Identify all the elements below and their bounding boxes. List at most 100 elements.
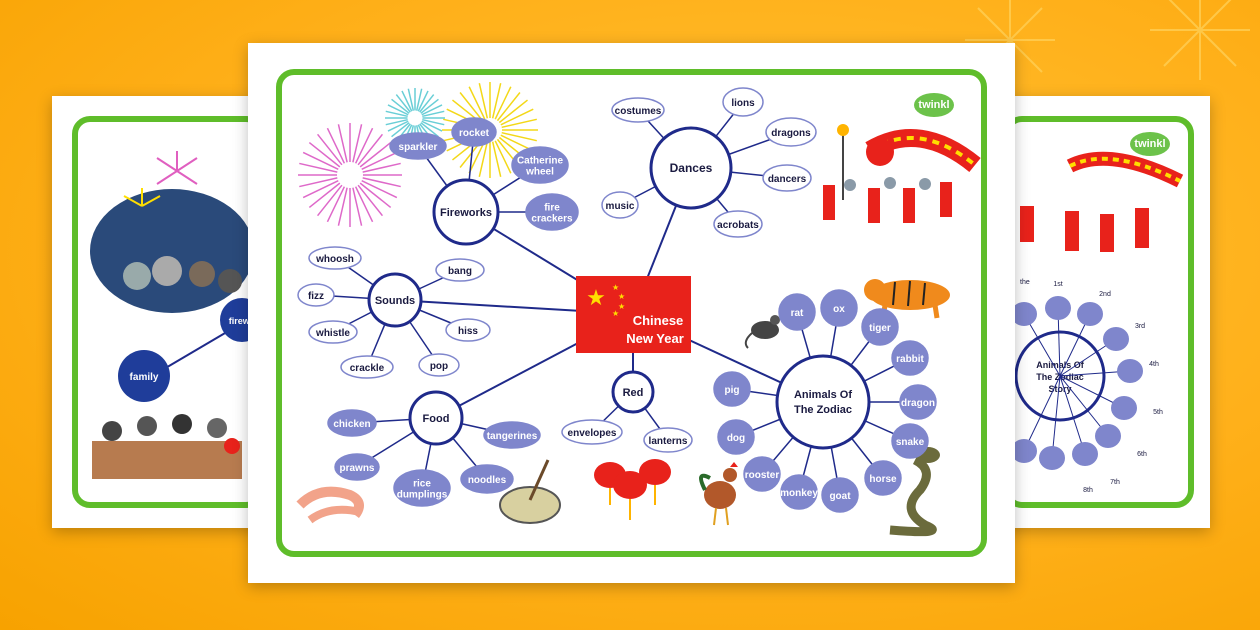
right-ordinal-label: 3rd [1135, 323, 1145, 330]
sounds-item: pop [418, 353, 460, 377]
fireworks-item-label: crackers [531, 214, 573, 225]
hub-dances-label: Dances [670, 161, 713, 175]
zodiac-item: dragon [899, 384, 937, 420]
dances-item: dragons [765, 117, 817, 147]
food-item-label: tangerines [487, 431, 538, 442]
zodiac-item: rat [778, 293, 816, 331]
fireworks-item: sparkler [389, 132, 447, 160]
center-flag [576, 276, 691, 353]
sounds-item-label: whistle [315, 328, 350, 339]
sounds-item-label: crackle [350, 363, 385, 374]
fireworks-item-label: wheel [525, 167, 554, 178]
dances-item: dancers [762, 164, 812, 192]
fireworks-item-label: rocket [459, 128, 490, 139]
center-small-star-icon: ★ [618, 302, 625, 311]
zodiac-item-label: dog [727, 433, 745, 444]
food-item: prawns [334, 453, 380, 481]
zodiac-item-label: monkey [780, 488, 818, 499]
right-ordinal-label: 5th [1153, 409, 1163, 416]
hub-zodiac-line1: Animals Of [794, 389, 852, 401]
zodiac-item: ox [820, 289, 858, 327]
zodiac-item-label: dragon [901, 398, 935, 409]
zodiac-item-label: tiger [869, 323, 891, 334]
hub-food: Food [408, 390, 464, 446]
right-zodiac-bubble [1111, 396, 1137, 420]
sounds-item: whoosh [308, 246, 362, 270]
sounds-item: fizz [297, 283, 335, 307]
sounds-item-label: pop [430, 361, 448, 372]
dances-item-label: costumes [615, 106, 662, 117]
right-sheet-title-line3: Story [1048, 384, 1071, 394]
main-sheet-brand-logo: twinkl [914, 93, 954, 117]
food-item: tangerines [483, 421, 541, 449]
sounds-item: hiss [445, 318, 491, 342]
left-preview-sheet: firewo family [52, 96, 264, 528]
dances-item: acrobats [713, 210, 763, 238]
zodiac-item-label: rat [791, 308, 804, 319]
right-sheet-zodiac-diagram: Animals Of The Zodiac Story the 1st2nd3r… [1011, 151, 1184, 494]
right-zodiac-edge [1023, 375, 1061, 452]
food-item: chicken [327, 409, 377, 437]
right-zodiac-bubble [1011, 302, 1037, 326]
food-item-label: prawns [339, 463, 374, 474]
dances-item-label: dragons [771, 128, 811, 139]
red-item: lanterns [643, 427, 693, 453]
right-zodiac-bubble [1039, 446, 1065, 470]
dragon-dance-illustration [823, 124, 981, 223]
rat-illustration [744, 315, 780, 349]
food-item: noodles [460, 464, 514, 494]
dances-item-label: music [606, 201, 635, 212]
right-sheet-the-label: the [1020, 279, 1030, 286]
fireworks-item-label: sparkler [399, 142, 438, 153]
zodiac-item-label: ox [833, 304, 845, 315]
zodiac-item-label: rooster [745, 470, 780, 481]
left-sheet-fireworks-label: firewo [229, 316, 256, 326]
center-small-star-icon: ★ [618, 292, 625, 301]
hub-red: Red [611, 370, 655, 414]
sounds-item-label: bang [448, 266, 472, 277]
zodiac-item-label: pig [725, 385, 740, 396]
zodiac-item: monkey [780, 474, 818, 510]
left-sheet-family-label: family [130, 372, 159, 383]
lanterns-illustration [594, 459, 671, 520]
right-zodiac-bubble [1103, 327, 1129, 351]
zodiac-item: rabbit [891, 340, 929, 376]
zodiac-item-label: snake [896, 437, 925, 448]
fireworks-illustration [298, 82, 538, 227]
sounds-item-label: whoosh [315, 254, 354, 265]
dances-item-label: acrobats [717, 220, 759, 231]
fireworks-item: rocket [451, 117, 497, 147]
center-star-icon: ★ [586, 285, 606, 310]
zodiac-item-label: horse [869, 474, 897, 485]
snake-illustration [889, 447, 940, 537]
hub-fireworks: Fireworks [432, 178, 500, 246]
dances-item-label: lions [731, 98, 755, 109]
hub-sounds: Sounds [367, 272, 423, 328]
right-sheet-title-line1: Animals Of [1036, 360, 1085, 370]
red-item-label: envelopes [568, 428, 617, 439]
sounds-item-label: hiss [458, 326, 478, 337]
noodles-bowl-illustration [499, 459, 561, 524]
right-zodiac-bubble [1077, 302, 1103, 326]
right-zodiac-edge [1051, 375, 1061, 459]
sounds-item: whistle [308, 320, 358, 344]
right-ordinal-label: 1st [1053, 281, 1062, 288]
center-title-line1: Chinese [633, 313, 684, 328]
hub-fireworks-label: Fireworks [440, 207, 492, 219]
right-ordinal-label: 2nd [1099, 291, 1111, 298]
sounds-item-label: fizz [308, 291, 324, 302]
sounds-item: bang [435, 258, 485, 282]
hub-red-label: Red [623, 387, 644, 399]
dances-item-label: dancers [768, 174, 807, 185]
dances-item: costumes [611, 97, 665, 123]
right-zodiac-bubble [1045, 296, 1071, 320]
fireworks-item-label: fire [544, 203, 560, 214]
food-item-label: dumplings [397, 490, 448, 501]
center-small-star-icon: ★ [612, 309, 619, 318]
hub-food-label: Food [423, 413, 450, 425]
right-zodiac-edge [1059, 375, 1086, 455]
